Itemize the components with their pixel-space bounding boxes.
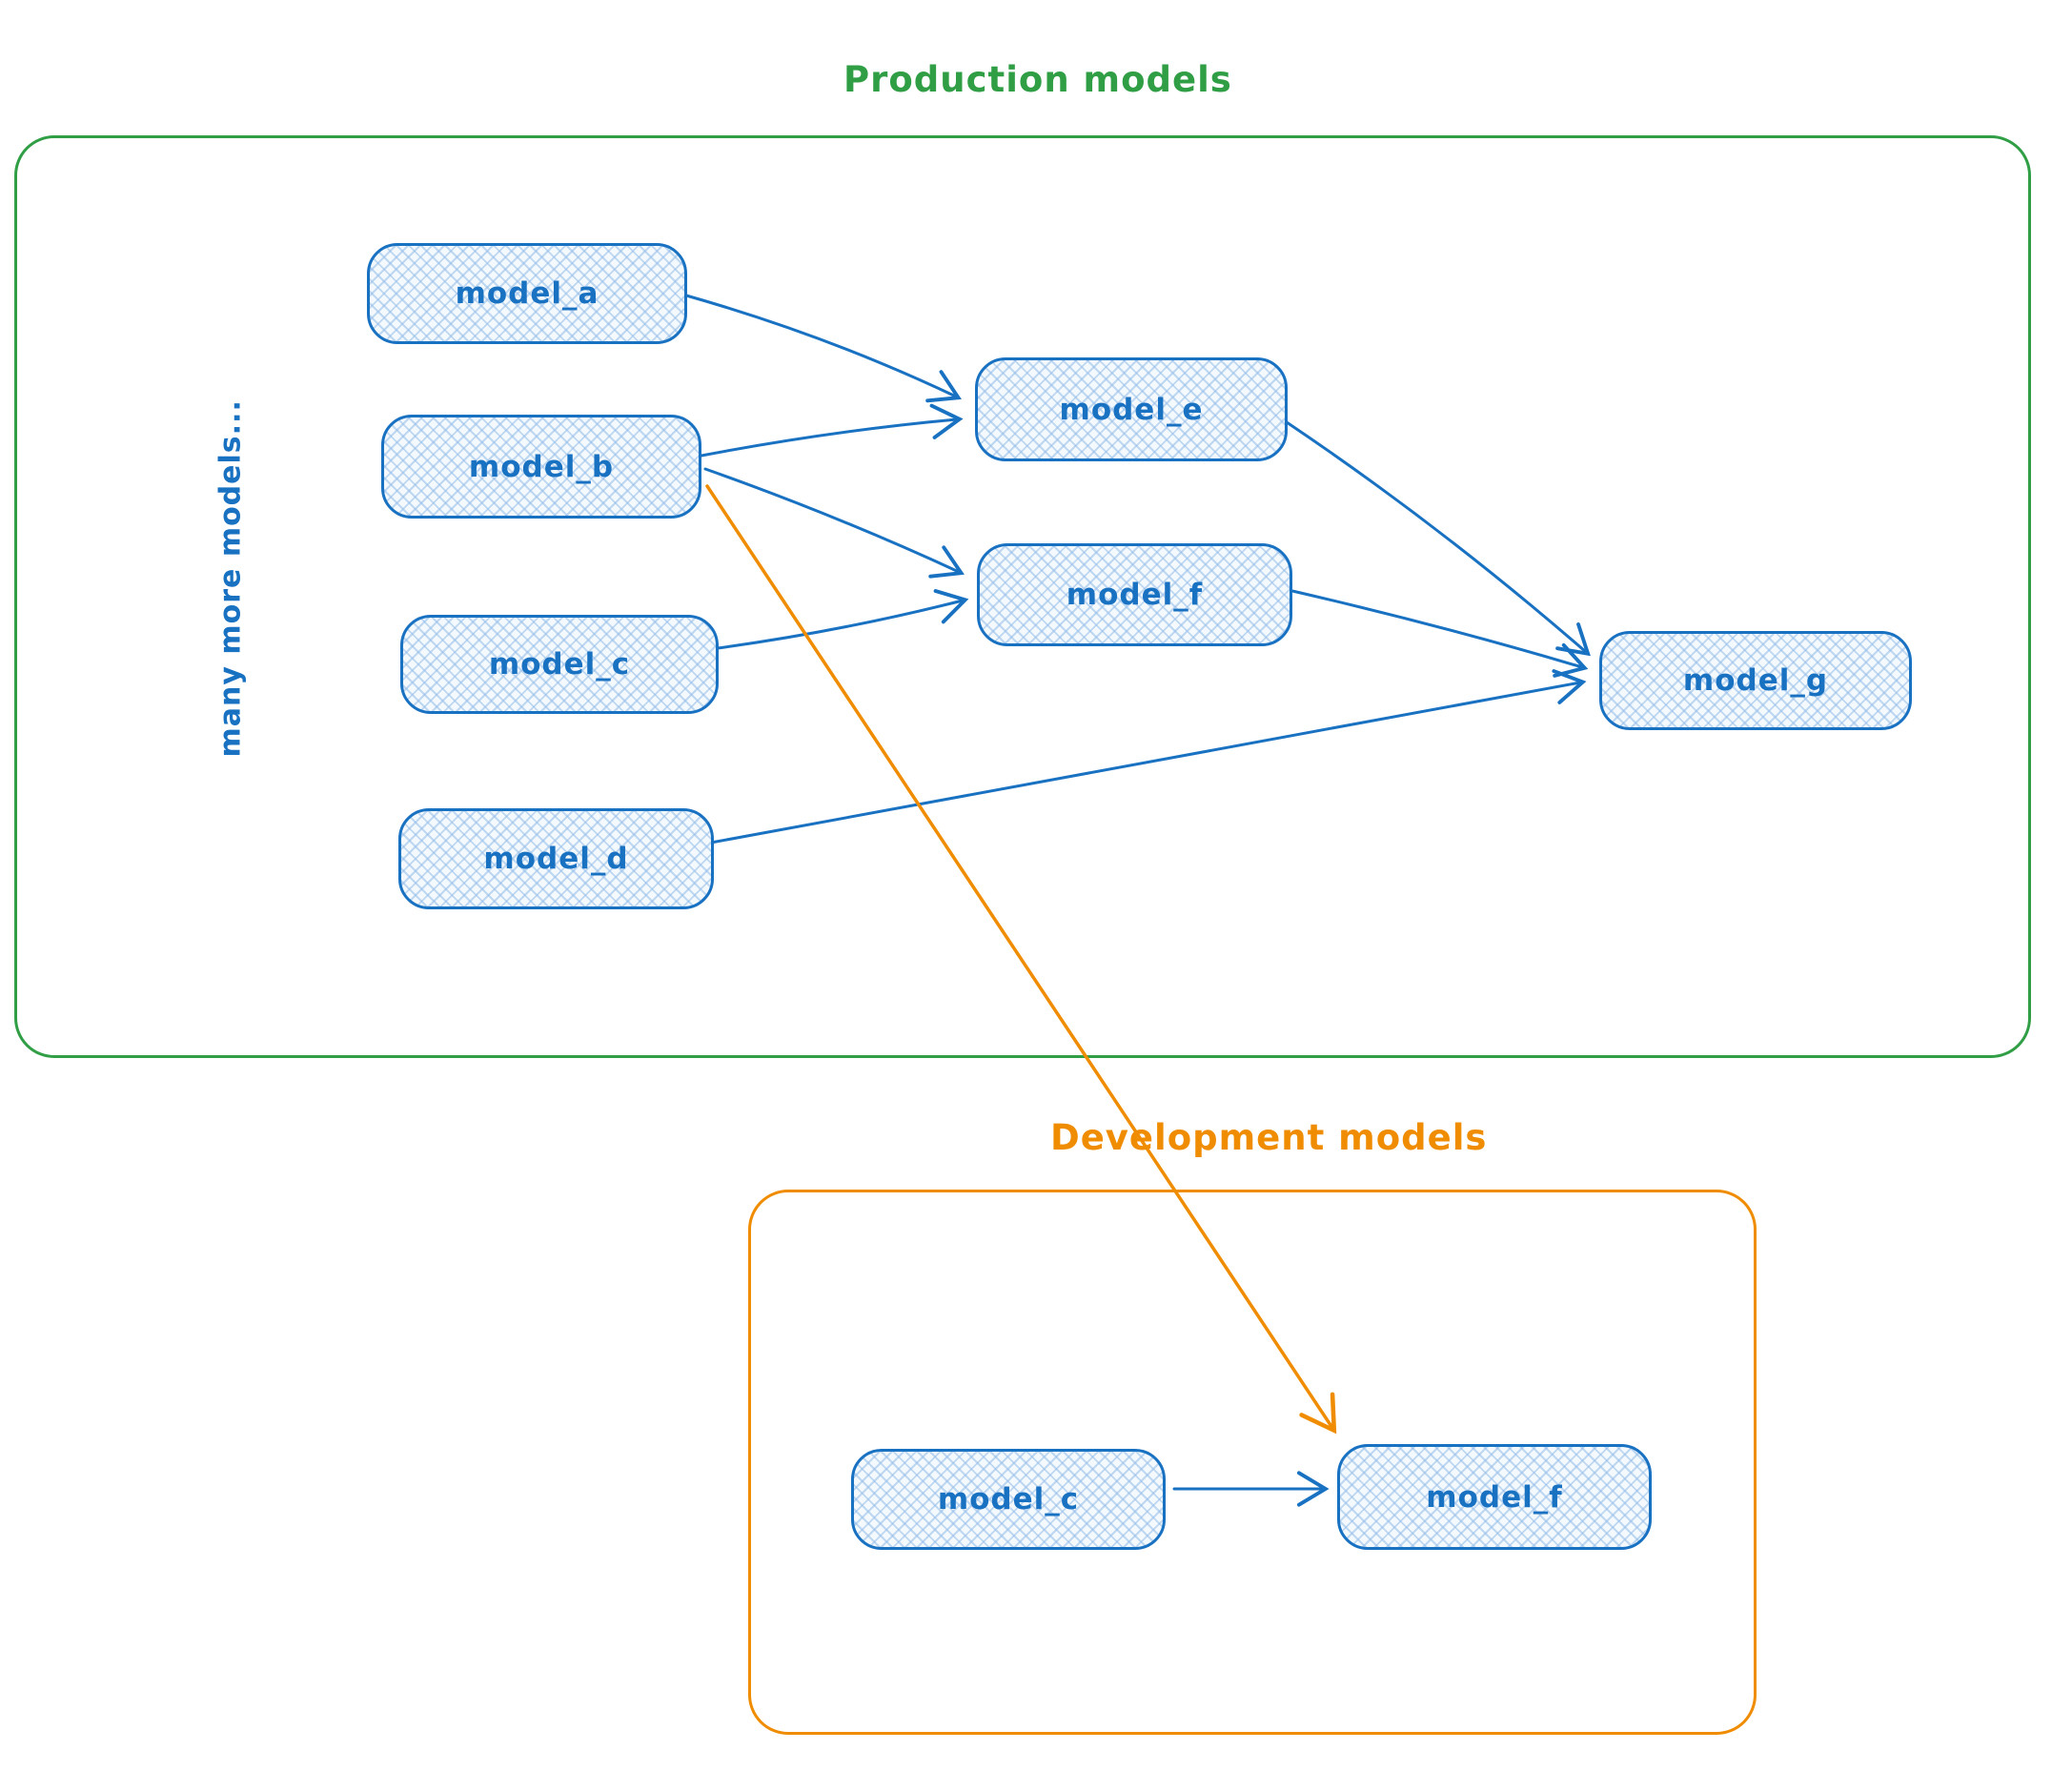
node-model_e-label: model_e	[1059, 392, 1204, 427]
node-dev_model_c: model_c	[851, 1449, 1166, 1550]
node-model_e: model_e	[975, 357, 1288, 461]
many-more-models-label: many more models...	[213, 399, 248, 758]
node-model_g: model_g	[1599, 631, 1912, 730]
node-model_g-label: model_g	[1682, 663, 1829, 698]
node-dev_model_f: model_f	[1337, 1444, 1652, 1550]
development-section-title: Development models	[1050, 1117, 1488, 1158]
node-model_f-label: model_f	[1066, 578, 1204, 612]
node-dev_model_f-label: model_f	[1426, 1479, 1563, 1515]
node-model_f: model_f	[977, 543, 1292, 646]
node-model_d-label: model_d	[483, 842, 629, 876]
node-model_a: model_a	[367, 243, 687, 344]
node-model_c: model_c	[400, 615, 719, 714]
node-dev_model_c-label: model_c	[937, 1482, 1080, 1517]
node-model_a-label: model_a	[455, 276, 599, 311]
node-model_b: model_b	[381, 415, 701, 519]
node-model_b-label: model_b	[468, 449, 615, 484]
node-model_c-label: model_c	[488, 647, 631, 682]
node-model_d: model_d	[398, 808, 714, 909]
production-section-title: Production models	[843, 59, 1232, 100]
